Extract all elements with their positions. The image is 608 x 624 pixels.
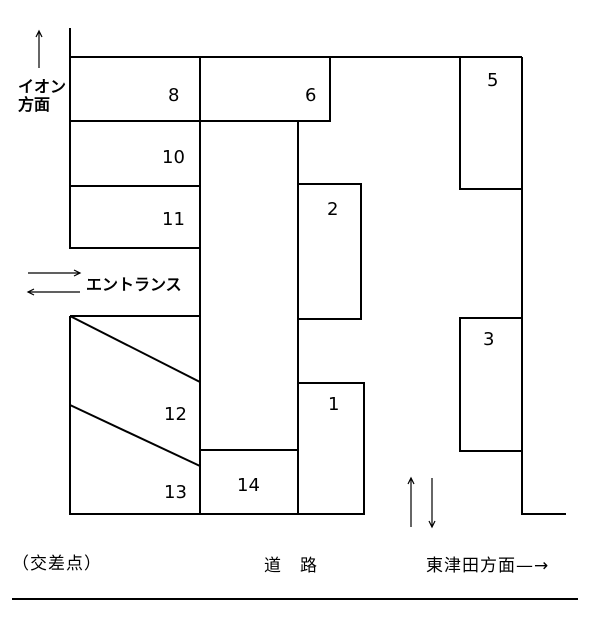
lot-6-box	[200, 57, 331, 122]
lower-left-boundary	[69, 316, 300, 515]
right-arrow-icon: —→	[516, 556, 550, 576]
lot-1-box	[298, 382, 365, 515]
lot-number: 2	[327, 199, 339, 220]
aeon-direction-label: イオン 方面	[18, 77, 67, 115]
aeon-up-arrow-icon	[35, 29, 43, 68]
higashitsuda-direction-text: 東津田方面	[426, 556, 516, 576]
diagonal-12	[69, 315, 201, 383]
lot-number: 11	[162, 209, 185, 230]
lot-number: 1	[328, 394, 340, 415]
lot-number: 13	[164, 482, 187, 503]
road-label: 道 路	[264, 556, 318, 576]
right-boundary	[521, 57, 566, 515]
lot-number: 8	[168, 85, 180, 106]
lot-2-box	[298, 183, 362, 320]
lot-5-box	[459, 57, 522, 190]
entrance-in-arrow-icon	[28, 269, 82, 277]
traffic-down-arrow-icon	[428, 478, 436, 529]
entrance-out-arrow-icon	[26, 288, 80, 296]
lot-number: 5	[487, 70, 499, 91]
lot-number: 14	[237, 475, 260, 496]
higashitsuda-direction-label: 東津田方面—→	[426, 558, 549, 575]
diagonal-13	[69, 404, 201, 467]
lot-number: 3	[483, 329, 495, 350]
lot-3-box	[459, 317, 522, 452]
outer-boundary	[69, 28, 200, 249]
entrance-label: エントランス	[86, 275, 182, 294]
intersection-label: （交差点）	[12, 554, 102, 574]
lot-number: 10	[162, 147, 185, 168]
traffic-up-arrow-icon	[407, 476, 415, 527]
lot-number: 12	[164, 404, 187, 425]
aeon-direction-line1: イオン	[18, 77, 67, 96]
lot-number: 6	[305, 85, 317, 106]
aeon-direction-line2: 方面	[18, 95, 51, 115]
